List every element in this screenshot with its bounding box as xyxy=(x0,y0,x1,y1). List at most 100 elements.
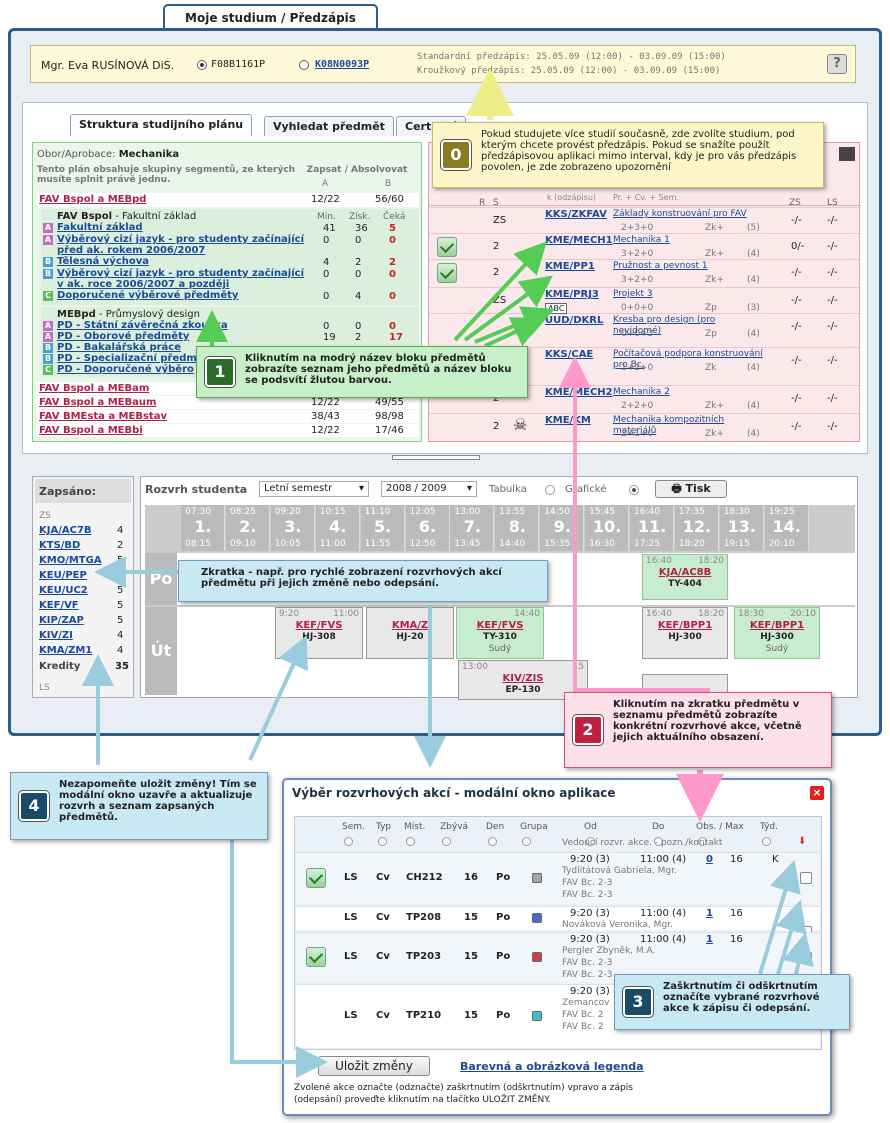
course-zs: -/- xyxy=(791,393,802,404)
enrolled-course-link[interactable]: KTS/BD xyxy=(39,540,81,551)
year-select[interactable]: 2008 / 2009▾ xyxy=(381,481,477,497)
hour-number: 10. xyxy=(592,517,622,536)
sort-icon[interactable] xyxy=(586,837,595,846)
course-name-link[interactable]: Pružnost a pevnost 1 xyxy=(613,261,708,271)
field-value: Mechanika xyxy=(118,149,180,160)
course-code-link[interactable]: KME/MECH2 xyxy=(545,387,613,398)
course-hours: 2+1+0 xyxy=(621,429,654,439)
block-link[interactable]: PD - Bakalářská práce xyxy=(57,342,181,353)
course-code-link[interactable]: KKS/CAE xyxy=(545,349,594,360)
course-code-link[interactable]: KME/PRJ3 xyxy=(545,289,599,300)
modal-occupancy-link[interactable]: 0 xyxy=(706,854,713,865)
sort-icon[interactable] xyxy=(344,837,353,846)
semester-select[interactable]: Letní semestr▾ xyxy=(259,481,369,497)
block-link[interactable]: Fakultní základ xyxy=(57,222,143,233)
slot-to: 20:10 xyxy=(790,609,816,619)
block-link[interactable]: Výběrový cizí jazyk - pro studenty začín… xyxy=(57,234,305,256)
sort-icon[interactable] xyxy=(654,837,663,846)
help-button[interactable]: ? xyxy=(827,54,847,74)
course-code-link[interactable]: KKS/ZKFAV xyxy=(545,209,607,220)
enrolled-course-link[interactable]: KIV/ZI xyxy=(39,630,73,641)
study1-radio[interactable] xyxy=(197,60,207,70)
enrolled-course-link[interactable]: KJA/AC7B xyxy=(39,525,92,536)
hour-number: 2. xyxy=(239,517,257,536)
main-tab[interactable]: Moje studium / Předzápis xyxy=(163,4,378,30)
enrolled-course-link[interactable]: KEU/PEP xyxy=(39,570,87,581)
block-link[interactable]: PD - Doporučené výběro xyxy=(57,364,194,375)
hour-number: 1. xyxy=(194,517,212,536)
course-code-link[interactable]: KME/PP1 xyxy=(545,261,595,272)
callout-2-number: 2 xyxy=(573,715,603,745)
course-name-link[interactable]: Počítačová podpora konstruování pro Bc. xyxy=(613,349,763,370)
modal-col-header: Typ xyxy=(376,822,392,832)
sort-icon[interactable] xyxy=(522,837,531,846)
enrolled-course-link[interactable]: KMO/MTGA xyxy=(39,555,102,566)
tab-structure[interactable]: Struktura studijního plánu xyxy=(70,114,253,136)
sort-icon[interactable] xyxy=(378,837,387,846)
sort-icon[interactable] xyxy=(406,837,415,846)
block-link[interactable]: PD - Oborové předměty xyxy=(57,331,190,342)
sort-icon[interactable] xyxy=(442,837,451,846)
block-link[interactable]: PD - Specializační předm xyxy=(57,353,197,364)
course-name-link[interactable]: Kresba pro design (pro nevidomé) xyxy=(613,315,716,336)
block-link[interactable]: Doporučené výběrové předměty xyxy=(57,290,239,301)
enrolled-course-link[interactable]: KEF/VF xyxy=(39,600,79,611)
splitter-handle[interactable] xyxy=(392,455,480,460)
arrow-down-icon[interactable]: ⬇ xyxy=(798,836,807,847)
plan-variant-link[interactable]: FAV Bspol a MEBaum xyxy=(39,397,157,408)
close-icon[interactable]: × xyxy=(810,786,824,800)
col-title: Zapsat / Absolvovat xyxy=(306,165,408,175)
top-block-link[interactable]: FAV Bspol a MEBpd xyxy=(39,194,147,205)
plan-variant-link[interactable]: FAV Bspol a MEBbi xyxy=(39,425,143,436)
block-ceka: 2 xyxy=(389,257,396,268)
course-name-link[interactable]: Mechanika 1 xyxy=(613,235,670,245)
course-name-link[interactable]: Projekt 3 xyxy=(613,289,653,299)
slot-course-link[interactable]: KEF/BPP1 xyxy=(657,620,713,631)
course-sem: 2 xyxy=(493,267,500,278)
slot-course-link[interactable]: KJA/AC8B xyxy=(658,567,712,578)
sort-icon[interactable] xyxy=(488,837,497,846)
graficke-radio[interactable] xyxy=(629,485,639,495)
print-button[interactable]: 🖶 Tisk xyxy=(655,480,727,498)
plan-variant-link[interactable]: FAV BMEsta a MEBstav xyxy=(39,411,167,422)
course-code-link[interactable]: KME/KM xyxy=(545,415,591,426)
hour-from: 13:55 xyxy=(499,507,526,517)
block-link[interactable]: Výběrový cizí jazyk - pro studenty začín… xyxy=(57,268,305,290)
slot-course-link[interactable]: KIV/ZIS xyxy=(502,673,544,684)
slot-week: Sudý xyxy=(765,644,789,654)
modal-occupancy-link[interactable]: 1 xyxy=(706,908,713,919)
slot-course-link[interactable]: KEF/BPP1 xyxy=(749,620,805,631)
block-link[interactable]: PD - Státní závěrečná zkouška xyxy=(57,320,228,331)
enrolled-course-link[interactable]: KEU/UC2 xyxy=(39,585,88,596)
tabulka-radio[interactable] xyxy=(545,485,555,495)
slot-course-link[interactable]: KEF/FVS xyxy=(295,620,343,631)
block-link[interactable]: Tělesná výchova xyxy=(57,256,150,267)
course-code-link[interactable]: UUD/DKRL xyxy=(545,315,604,326)
modal-sem: LS xyxy=(344,872,358,883)
course-name-link[interactable]: Mechanika 2 xyxy=(613,387,670,397)
course-name-link[interactable]: Základy konstruování pro FAV xyxy=(613,209,747,219)
slot-course-link[interactable]: KMA/Z xyxy=(391,620,429,631)
modal-occupancy-link[interactable]: 1 xyxy=(706,934,713,945)
course-code-link[interactable]: KME/MECH1 xyxy=(545,235,613,246)
enrolled-course-link[interactable]: KMA/ZM1 xyxy=(39,645,93,656)
hour-from: 15:45 xyxy=(589,507,616,517)
legend-link[interactable]: Barevná a obrázková legenda xyxy=(460,1060,644,1073)
sort-icon[interactable] xyxy=(698,837,707,846)
course-name-link[interactable]: Mechanika kompozitních materiálů xyxy=(613,415,725,436)
plan-variant-link[interactable]: FAV Bspol a MEBam xyxy=(39,383,150,394)
tab-search[interactable]: Vyhledat předmět xyxy=(264,116,394,136)
study2-link[interactable]: K08N0093P xyxy=(315,59,370,70)
study2-radio[interactable] xyxy=(299,60,309,70)
slot-course-link[interactable]: KEF/FVS xyxy=(476,620,524,631)
enrolled-course-link[interactable]: KIP/ZAP xyxy=(39,615,84,626)
sort-icon[interactable] xyxy=(762,837,771,846)
